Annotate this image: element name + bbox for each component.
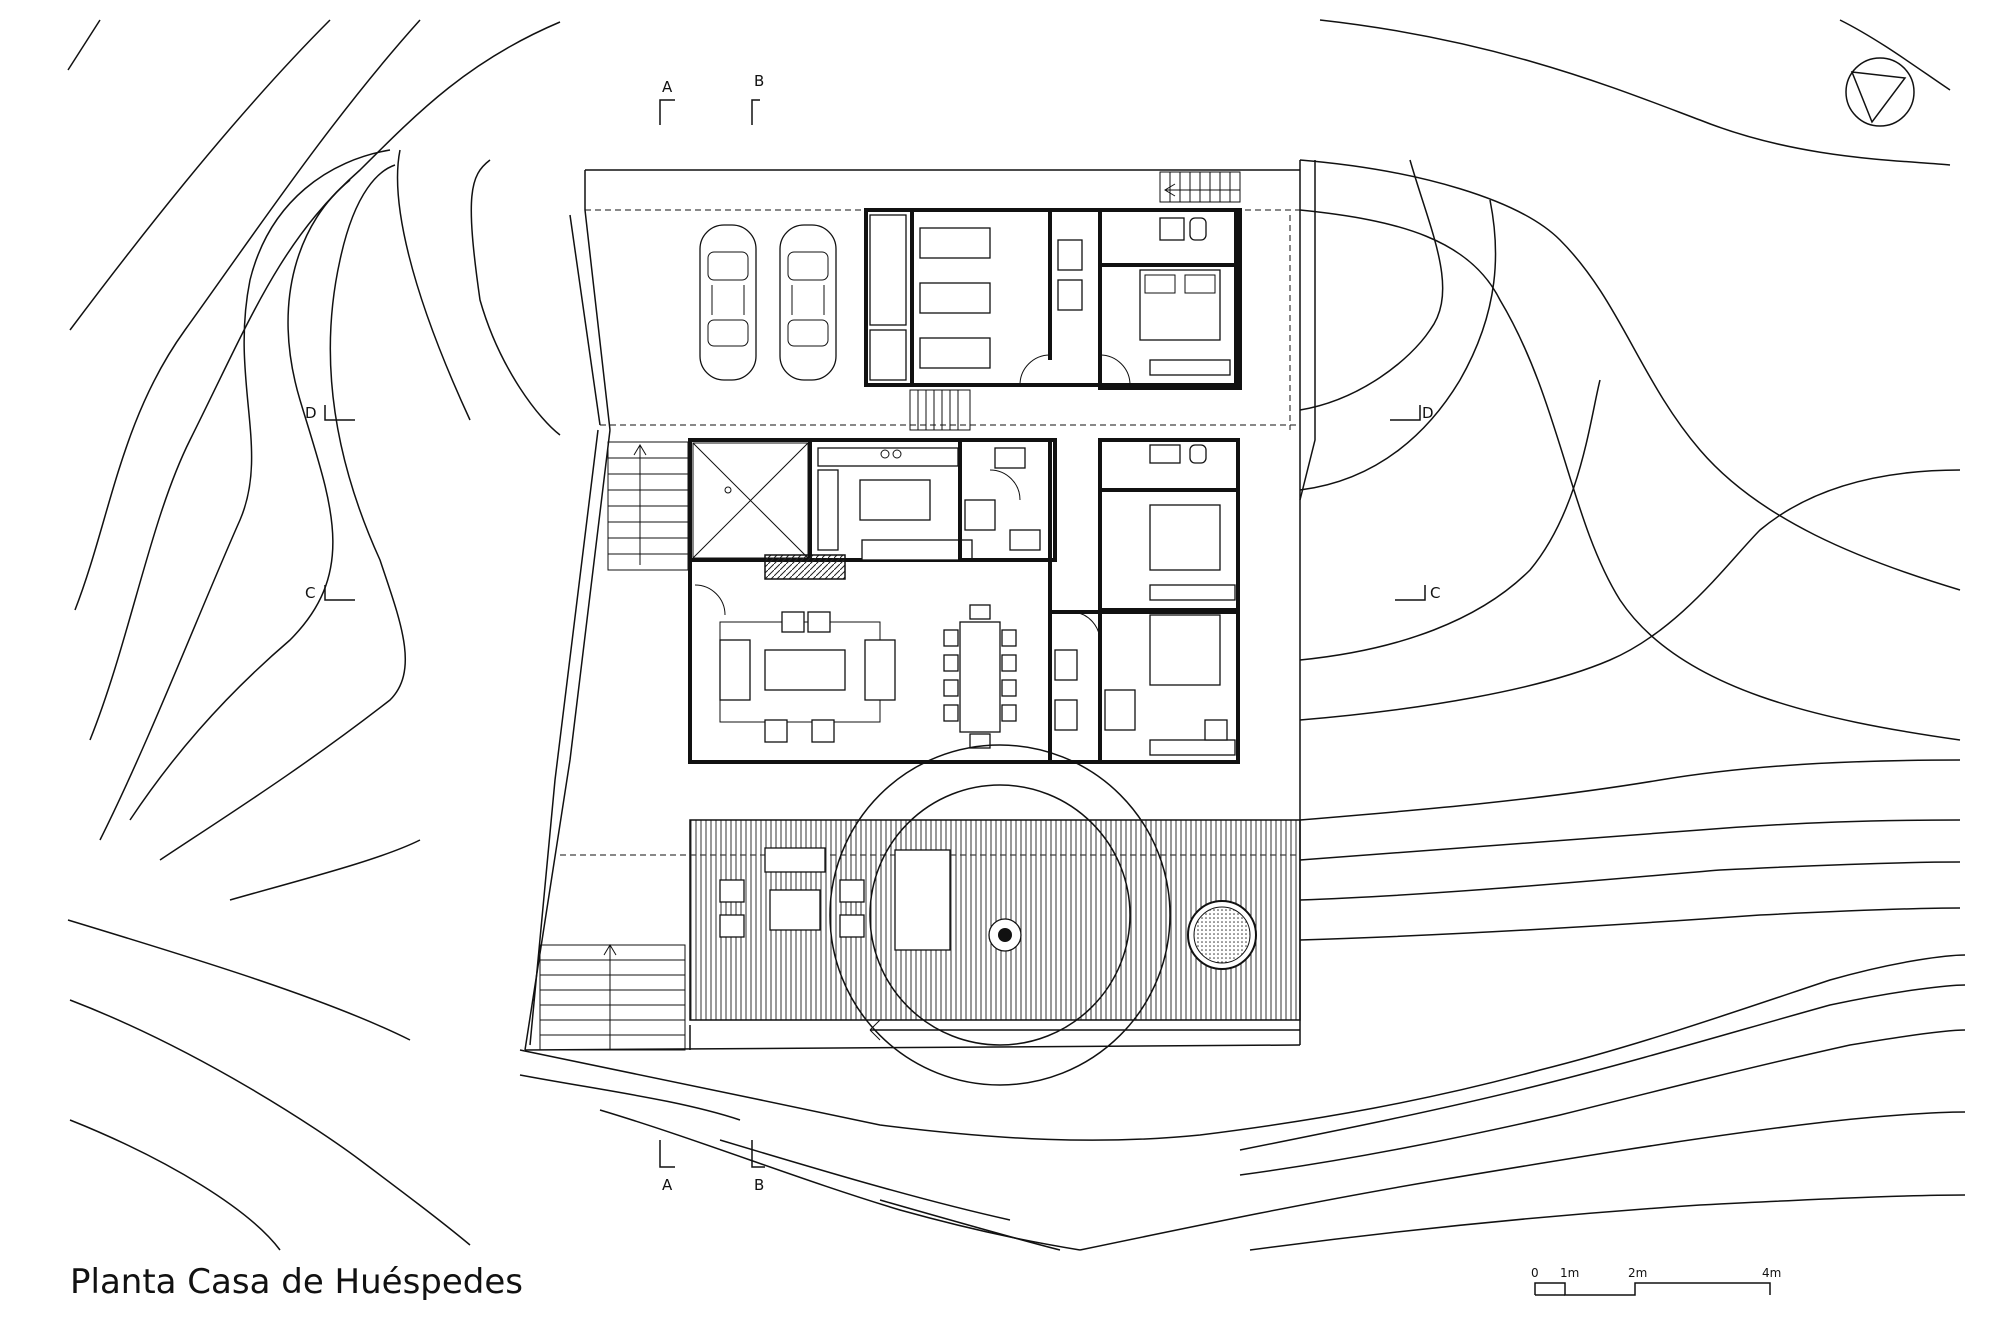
parked-car-right xyxy=(779,224,837,381)
svg-text:A: A xyxy=(662,78,673,96)
circular-trace xyxy=(829,744,1171,1086)
section-mark-d-right: D xyxy=(1390,404,1434,422)
parked-car-left xyxy=(699,224,757,381)
section-mark-a-bottom: A xyxy=(659,1140,675,1194)
east-wing xyxy=(1048,438,1240,764)
inner-stairs xyxy=(909,389,971,431)
main-core xyxy=(688,438,1057,764)
svg-text:B: B xyxy=(754,1176,764,1194)
svg-text:D: D xyxy=(305,404,317,422)
entry-stairs xyxy=(607,441,689,571)
section-mark-a-top: A xyxy=(659,78,675,125)
svg-text:B: B xyxy=(754,72,764,90)
section-mark-c-left: C xyxy=(305,584,355,602)
contour-lines xyxy=(67,19,1966,1251)
scale-label-2m: 2m xyxy=(1628,1266,1647,1280)
scale-label-4m: 4m xyxy=(1762,1266,1781,1280)
plan-title: Planta Casa de Huéspedes xyxy=(70,1262,524,1302)
section-mark-b-bottom: B xyxy=(751,1140,765,1194)
svg-text:C: C xyxy=(305,584,315,602)
wood-deck xyxy=(689,819,1301,1021)
svg-text:C: C xyxy=(1430,584,1440,602)
scale-bar: 0 1m 2m 4m xyxy=(1531,1266,1781,1296)
svg-text:A: A xyxy=(662,1176,673,1194)
north-arrow-icon xyxy=(1845,57,1915,127)
section-mark-d-left: D xyxy=(305,404,355,422)
svg-text:D: D xyxy=(1422,404,1434,422)
scale-label-1m: 1m xyxy=(1560,1266,1579,1280)
lower-stairs xyxy=(539,944,686,1051)
top-stairs xyxy=(1159,171,1241,203)
section-mark-b-top: B xyxy=(751,72,764,125)
section-mark-c-right: C xyxy=(1395,584,1440,602)
scale-label-0: 0 xyxy=(1531,1266,1539,1280)
north-wing xyxy=(864,208,1242,390)
